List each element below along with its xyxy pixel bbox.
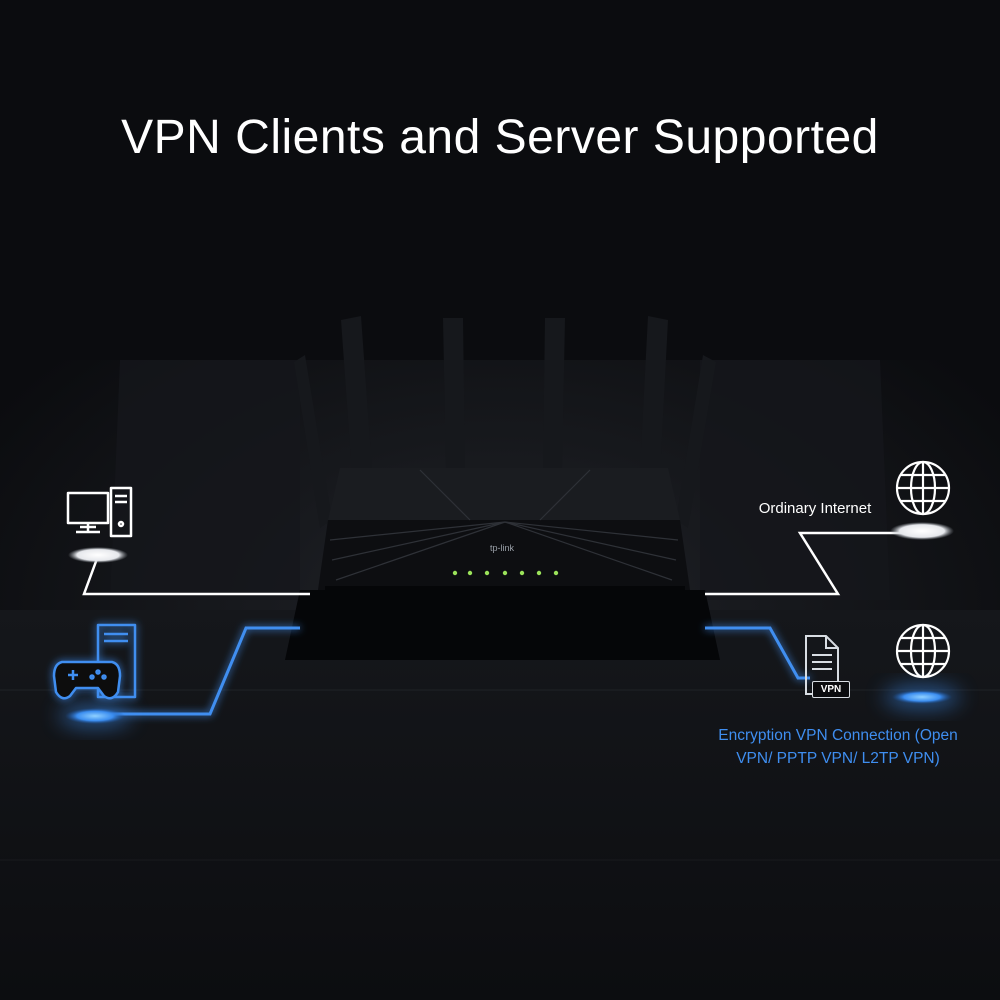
router — [318, 468, 690, 592]
vpn-server-icon — [805, 635, 839, 695]
floor — [0, 610, 1000, 1000]
gamepad-icon — [52, 623, 137, 700]
globe-icon — [895, 460, 951, 516]
vpn-badge: VPN — [812, 681, 850, 698]
encryption-vpn-label: Encryption VPN Connection (Open VPN/ PPT… — [700, 724, 976, 770]
internet-connection-line — [705, 531, 918, 596]
router-led-indicators — [452, 570, 559, 576]
ordinary-internet-label: Ordinary Internet — [758, 500, 872, 517]
page-title: VPN Clients and Server Supported — [121, 111, 879, 164]
encryption-vpn-label-line2: VPN/ PPTP VPN/ L2TP VPN) — [736, 750, 940, 767]
pc-platform — [68, 547, 128, 563]
encryption-vpn-label-line1: Encryption VPN Connection (Open — [718, 727, 958, 744]
gaming-platform — [65, 708, 125, 724]
globe-icon — [895, 623, 951, 679]
pc-connection-line — [82, 555, 310, 596]
router-antennas — [294, 316, 716, 528]
background-block-right — [700, 360, 890, 600]
desktop-computer-icon — [66, 486, 133, 538]
background-block-left — [110, 360, 300, 600]
server-vpn-connection-line — [705, 626, 810, 680]
router-pedestal — [285, 590, 720, 660]
internet-platform — [890, 522, 954, 540]
router-brand-logo: tp-link — [489, 543, 514, 553]
vpn-globe-platform — [892, 690, 952, 704]
gaming-vpn-connection-line — [95, 626, 300, 716]
